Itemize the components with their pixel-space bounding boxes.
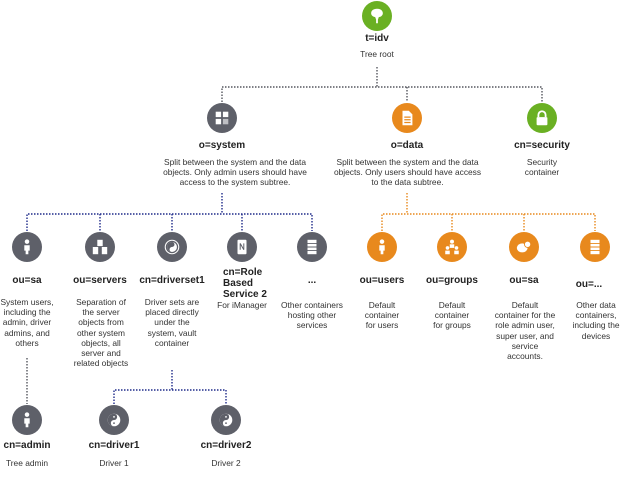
driver1-node[interactable] [99,405,129,435]
data-child-other-node[interactable] [580,232,610,262]
driver1-title: cn=driver1 [88,440,140,451]
sys-child-servers-desc: Separation of the server objects from ot… [73,297,129,369]
user-icon [379,239,385,255]
sys-child-driverset-desc: Driver sets are placed directly under th… [144,297,200,348]
data-child-users-title: ou=users [359,275,405,286]
data-node[interactable] [392,103,422,133]
security-title: cn=security [514,140,570,151]
driver2-desc: Driver 2 [211,458,241,468]
root-desc: Tree root [360,49,394,59]
role-service-icon [237,239,247,255]
yin-yang-icon [107,413,121,427]
tree-icon [371,8,383,24]
sys-child-other-title: ... [307,275,317,286]
user-icon [24,412,30,428]
root-node[interactable] [362,1,392,31]
driver2-node[interactable] [211,405,241,435]
driverset-connector [113,370,227,404]
cabinet-icon [307,239,317,255]
sys-child-other-node[interactable] [297,232,327,262]
sys-child-servers-node[interactable] [85,232,115,262]
sys-child-other-desc: Other containers hosting other services [281,300,343,331]
system-desc: Split between the system and the data ob… [163,157,307,188]
data-child-users-desc: Default container for users [364,300,400,331]
driverset-icon [164,239,180,255]
driver1-desc: Driver 1 [99,458,129,468]
system-icon [215,111,229,125]
data-desc: Split between the system and the data ob… [333,157,482,188]
sys-child-role-title: cn=Role Based Service 2 [223,267,267,300]
admin-node[interactable] [12,405,42,435]
data-child-sa-title: ou=sa [509,275,539,286]
security-desc: Security container [524,157,560,178]
data-child-sa-desc: Default container for the role admin use… [494,300,556,362]
sys-child-sa-desc: System users, including the admin, drive… [0,297,54,348]
sys-child-servers-title: ou=servers [73,275,127,286]
data-child-groups-node[interactable] [437,232,467,262]
system-connector [26,193,313,231]
lock-icon [536,110,548,126]
user-icon [24,239,30,255]
root-connector [221,67,543,102]
sys-child-sa-title: ou=sa [12,275,42,286]
security-node[interactable] [527,103,557,133]
data-child-other-desc: Other data containers, including the dev… [572,300,620,341]
sys-child-role-node[interactable] [227,232,257,262]
document-icon [402,110,413,126]
data-child-other-title: ou=... [575,279,603,290]
data-title: o=data [390,140,424,151]
data-child-sa-node[interactable] [509,232,539,262]
driver2-title: cn=driver2 [200,440,252,451]
data-connector [381,193,596,231]
data-child-users-node[interactable] [367,232,397,262]
accounts-icon [516,240,532,253]
group-icon [445,239,459,255]
admin-title: cn=admin [3,440,51,451]
sys-child-driverset-node[interactable] [157,232,187,262]
system-title: o=system [198,140,246,151]
data-child-groups-title: ou=groups [426,275,478,286]
cabinet-icon [590,239,600,255]
servers-icon [92,239,108,255]
sys-child-sa-node[interactable] [12,232,42,262]
admin-desc: Tree admin [5,458,49,468]
sys-child-driverset-title: cn=driverset1 [139,275,205,286]
data-child-groups-desc: Default container for groups [433,300,471,331]
yin-yang-icon [219,413,233,427]
system-node[interactable] [207,103,237,133]
root-title: t=idv [365,33,389,44]
sys-child-role-desc: For iManager [217,300,267,310]
